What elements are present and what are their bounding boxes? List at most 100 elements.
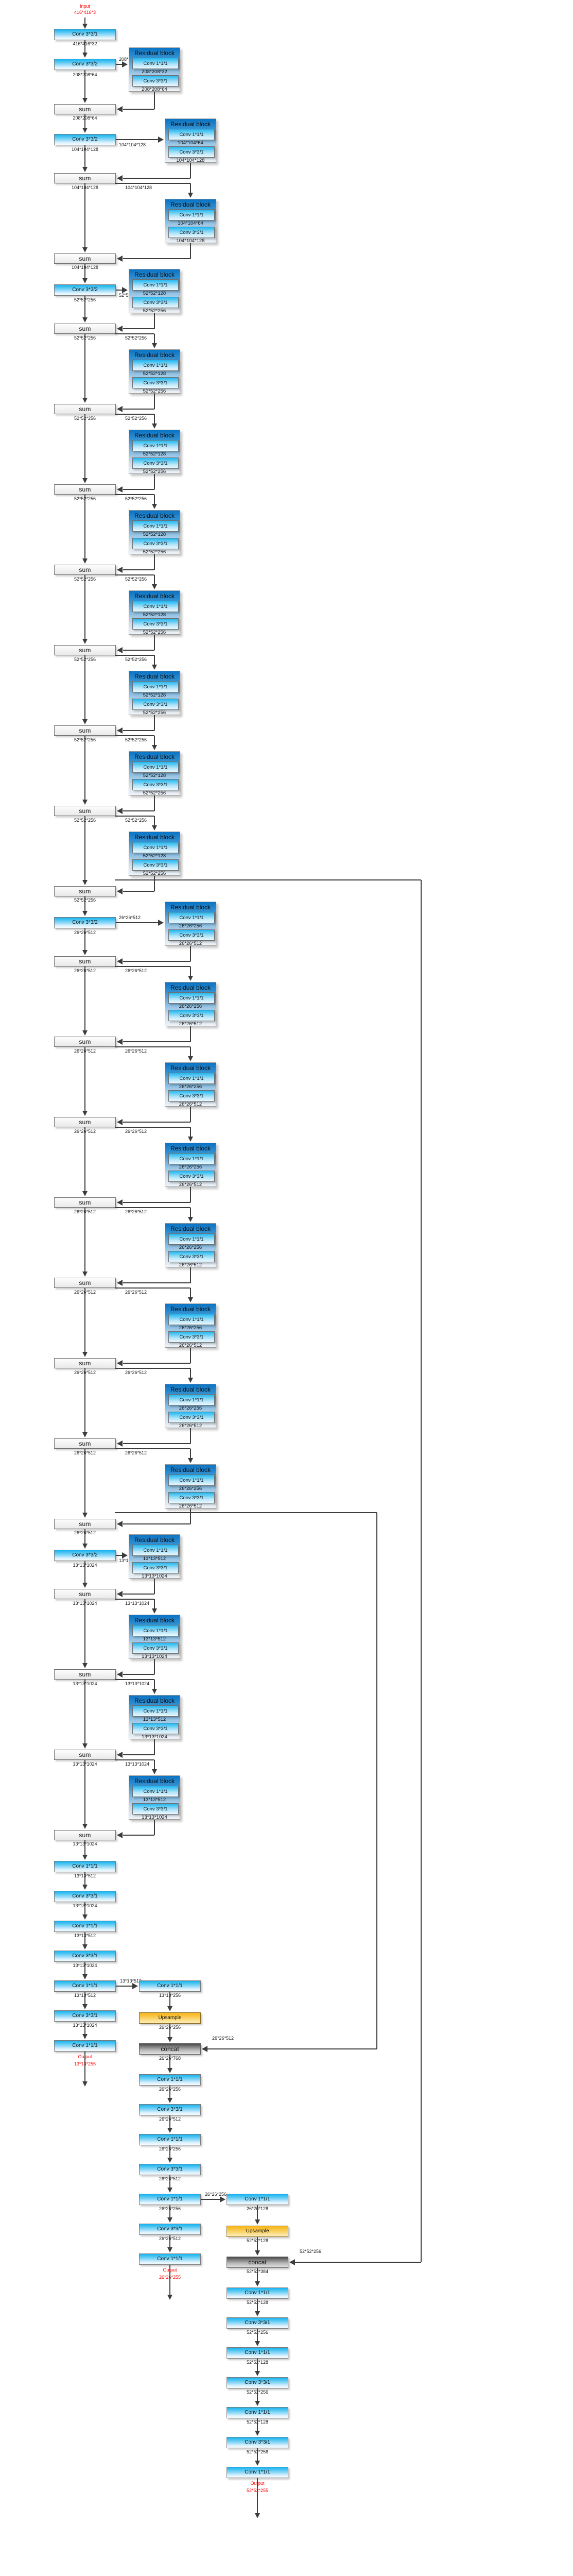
head52-lateral-conv[interactable]: Conv 1*1/1 (227, 2194, 288, 2205)
residual-conv-1x1[interactable]: Conv 1*1/1 (168, 912, 215, 923)
residual-conv-1x1[interactable]: Conv 1*1/1 (132, 761, 179, 773)
head13-conv-3[interactable]: Conv 3*3/1 (54, 1951, 116, 1962)
stage4-sum-2[interactable]: sum (54, 1669, 116, 1680)
head52-conv-2[interactable]: Conv 1*1/1 (227, 2347, 288, 2359)
head26-conv-6[interactable]: Conv 1*1/1 (139, 2253, 201, 2265)
stage3-downsample[interactable]: Conv 3*3/2 (54, 917, 116, 928)
stage3-sum-3[interactable]: sum (54, 1117, 116, 1127)
head26-conv-2[interactable]: Conv 1*1/1 (139, 2134, 201, 2145)
residual-conv-3x3[interactable]: Conv 3*3/1 (132, 779, 179, 790)
residual-conv-3x3[interactable]: Conv 3*3/1 (132, 859, 179, 871)
residual-conv-1x1[interactable]: Conv 1*1/1 (132, 1625, 179, 1636)
residual-conv-1x1[interactable]: Conv 1*1/1 (168, 1233, 215, 1245)
residual-conv-1x1[interactable]: Conv 1*1/1 (168, 1394, 215, 1405)
head26-conv-4[interactable]: Conv 1*1/1 (139, 2194, 201, 2205)
residual-conv-1x1[interactable]: Conv 1*1/1 (132, 1786, 179, 1797)
residual-conv-3x3[interactable]: Conv 3*3/1 (132, 1642, 179, 1654)
head13-conv-1[interactable]: Conv 3*3/1 (54, 1891, 116, 1902)
head26-lateral-conv[interactable]: Conv 1*1/1 (139, 1980, 201, 1992)
residual-conv-3x3[interactable]: Conv 3*3/1 (168, 1412, 215, 1423)
head26-conv-1[interactable]: Conv 3*3/1 (139, 2104, 201, 2115)
residual-conv-3x3[interactable]: Conv 3*3/1 (132, 699, 179, 710)
stem-conv-1[interactable]: Conv 3*3/1 (54, 29, 116, 40)
residual-conv-3x3[interactable]: Conv 3*3/1 (132, 75, 179, 87)
stage2-sum-7[interactable]: sum (54, 806, 116, 816)
residual-conv-3x3[interactable]: Conv 3*3/1 (168, 1090, 215, 1101)
stage2-sum-8[interactable]: sum (54, 886, 116, 896)
residual-conv-1x1[interactable]: Conv 1*1/1 (168, 992, 215, 1004)
stage1-sum-1[interactable]: sum (54, 173, 116, 183)
residual-conv-3x3[interactable]: Conv 3*3/1 (132, 377, 179, 388)
head13-conv-5[interactable]: Conv 3*3/1 (54, 2010, 116, 2022)
stage2-sum-5[interactable]: sum (54, 645, 116, 655)
head26-conv-5[interactable]: Conv 3*3/1 (139, 2224, 201, 2235)
residual-conv-1x1[interactable]: Conv 1*1/1 (132, 360, 179, 371)
head52-conv-5[interactable]: Conv 3*3/1 (227, 2437, 288, 2448)
residual-conv-1x1[interactable]: Conv 1*1/1 (132, 279, 179, 291)
residual-conv-3x3[interactable]: Conv 3*3/1 (168, 1492, 215, 1503)
stage3-sum-7[interactable]: sum (54, 1438, 116, 1449)
stem-conv-2[interactable]: Conv 3*3/2 (54, 59, 116, 70)
stage3-sum-8[interactable]: sum (54, 1519, 116, 1529)
residual-conv-1x1[interactable]: Conv 1*1/1 (168, 1153, 215, 1164)
head13-conv-4[interactable]: Conv 1*1/1 (54, 1980, 116, 1992)
residual-conv-3x3[interactable]: Conv 3*3/1 (132, 297, 179, 308)
residual-conv-3x3[interactable]: Conv 3*3/1 (168, 1171, 215, 1182)
residual-conv-1x1[interactable]: Conv 1*1/1 (132, 601, 179, 612)
residual-conv-1x1[interactable]: Conv 1*1/1 (168, 129, 215, 140)
stage1-downsample[interactable]: Conv 3*3/2 (54, 134, 116, 145)
stage2-sum-2[interactable]: sum (54, 404, 116, 414)
residual-conv-3x3[interactable]: Conv 3*3/1 (168, 1331, 215, 1343)
residual-conv-1x1[interactable]: Conv 1*1/1 (168, 1314, 215, 1325)
residual-conv-1x1[interactable]: Conv 1*1/1 (168, 209, 215, 221)
head52-conv-3[interactable]: Conv 3*3/1 (227, 2377, 288, 2388)
head52-conv-0[interactable]: Conv 1*1/1 (227, 2287, 288, 2299)
stage0-sum[interactable]: sum (54, 104, 116, 114)
head13-conv-2[interactable]: Conv 1*1/1 (54, 1921, 116, 1932)
head13-conv-6[interactable]: Conv 1*1/1 (54, 2040, 116, 2052)
residual-conv-3x3[interactable]: Conv 3*3/1 (168, 1251, 215, 1262)
residual-conv-3x3[interactable]: Conv 3*3/1 (132, 1562, 179, 1573)
stage4-sum-4[interactable]: sum (54, 1830, 116, 1840)
head52-conv-4[interactable]: Conv 1*1/1 (227, 2407, 288, 2418)
stage3-sum-6[interactable]: sum (54, 1358, 116, 1368)
residual-conv-1x1[interactable]: Conv 1*1/1 (132, 520, 179, 532)
residual-conv-3x3[interactable]: Conv 3*3/1 (132, 618, 179, 630)
residual-conv-3x3[interactable]: Conv 3*3/1 (168, 1010, 215, 1021)
residual-conv-1x1[interactable]: Conv 1*1/1 (168, 1073, 215, 1084)
residual-conv-3x3[interactable]: Conv 3*3/1 (132, 1723, 179, 1734)
residual-conv-3x3[interactable]: Conv 3*3/1 (168, 146, 215, 158)
stage4-sum-3[interactable]: sum (54, 1750, 116, 1760)
head13-conv-0[interactable]: Conv 1*1/1 (54, 1861, 116, 1872)
stage3-sum-5[interactable]: sum (54, 1278, 116, 1288)
stage4-downsample[interactable]: Conv 3*3/2 (54, 1550, 116, 1561)
residual-conv-3x3[interactable]: Conv 3*3/1 (132, 538, 179, 549)
stage4-sum-1[interactable]: sum (54, 1589, 116, 1599)
residual-conv-3x3[interactable]: Conv 3*3/1 (132, 457, 179, 469)
stage1-sum-2[interactable]: sum (54, 253, 116, 264)
residual-conv-1x1[interactable]: Conv 1*1/1 (132, 58, 179, 69)
head26-concat[interactable]: concat (139, 2043, 201, 2055)
residual-conv-1x1[interactable]: Conv 1*1/1 (132, 440, 179, 451)
residual-conv-3x3[interactable]: Conv 3*3/1 (168, 929, 215, 941)
